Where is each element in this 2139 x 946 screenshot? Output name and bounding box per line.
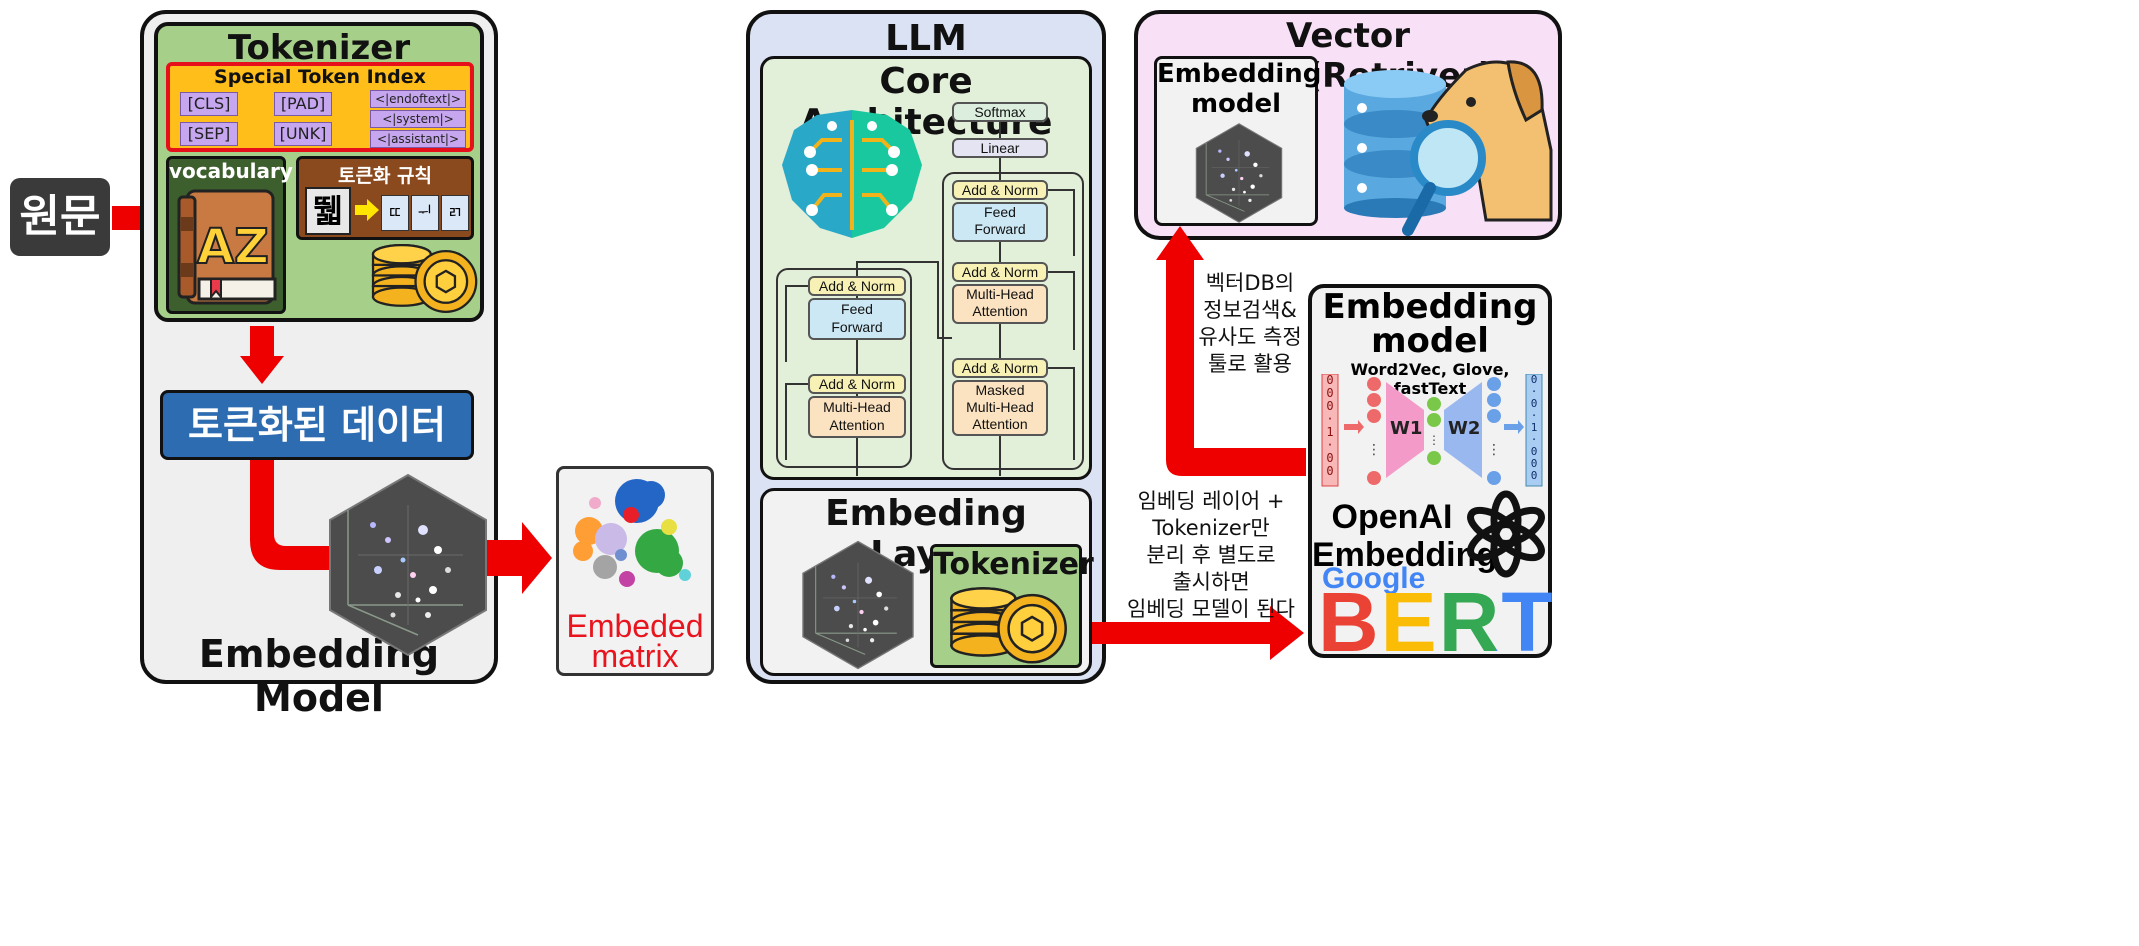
enc-multi-head: Multi-Head Attention: [808, 396, 906, 438]
embedded-matrix-box: Embeded matrix: [556, 466, 714, 676]
tokenized-data-box: 토큰화된 데이터: [160, 390, 474, 460]
tokenized-data-label: 토큰화된 데이터: [188, 403, 446, 447]
arrow-tokenizer-to-tokenized: [240, 326, 284, 384]
dec-mha-addnorm: Add & Norm: [952, 262, 1048, 282]
token-pad: [PAD]: [274, 92, 332, 116]
vocabulary-title: vocabulary: [169, 159, 293, 183]
magnifier-icon: [1402, 120, 1486, 236]
svg-text:⋮: ⋮: [1487, 442, 1501, 458]
special-token-title: Special Token Index: [214, 66, 426, 88]
embedding-model-box-subtitle: Word2Vec, Glove, fastText: [1350, 360, 1510, 398]
dec-multi-head: Multi-Head Attention: [952, 284, 1048, 324]
dec-ff-addnorm: Add & Norm: [952, 180, 1048, 200]
arrow-embedding-to-vector-store: [1156, 226, 1306, 476]
hexagon-3d-plot-icon: [329, 474, 487, 656]
dog-detective-icon: [1422, 60, 1553, 222]
source-text-box: 원문: [10, 178, 110, 256]
source-text-label: 원문: [19, 191, 101, 242]
embedding-layer-coins-icon: [950, 587, 1067, 664]
linear-block: Linear: [952, 138, 1048, 158]
vocabulary-box: vocabulary AZ: [166, 156, 293, 314]
tokenizer-title: Tokenizer: [227, 28, 411, 68]
dec-masked-addnorm: Add & Norm: [952, 358, 1048, 378]
token-assistant: <|assistant|>: [370, 130, 466, 148]
embedding-layer-title: Embeding Layer: [825, 493, 1027, 575]
llm-title: LLM: [885, 18, 967, 59]
brain-circuit-icon: [782, 110, 922, 238]
arrow-llm-to-embedding-model: [1092, 606, 1304, 660]
transformer-connectors: [785, 122, 1075, 476]
w2-label: W2: [1448, 418, 1481, 439]
book-letters: AZ: [197, 219, 269, 275]
enc-feed-forward: Feed Forward: [808, 298, 906, 340]
token-sep: [SEP]: [180, 122, 238, 146]
release-annotation: 임베딩 레이어 + Tokenizer만 분리 후 별도로 출시하면 임베딩 모…: [1127, 489, 1295, 621]
tokenize-rules-box: 토큰화 규칙 뛟 ㄸ ᅱ ㄺ: [296, 156, 474, 240]
tokenize-rules-title: 토큰화 규칙: [337, 165, 432, 187]
embedding-layer-tokenizer: Tokenizer: [930, 544, 1094, 668]
output-vector: 0 · 0 · 1 · 0 0 0: [1530, 373, 1538, 482]
book-icon: AZ: [177, 189, 277, 305]
enc-mha-addnorm: Add & Norm: [808, 374, 906, 394]
token-endoftext: <|endoftext|>: [370, 90, 466, 108]
google-wordmark: Google: [1322, 562, 1425, 595]
token-system: <|system|>: [370, 110, 466, 128]
decoder-stack: [942, 172, 1084, 470]
rules-part-3: ㄺ: [441, 195, 469, 231]
rules-source-char: 뛟: [305, 187, 351, 235]
softmax-block: Softmax: [952, 102, 1048, 122]
embedding-model-panel-title: Embedding Model: [198, 632, 440, 720]
transformer-diagram: Add & Norm Feed Forward Add & Norm Multi…: [768, 100, 1088, 476]
svg-text:⋮: ⋮: [1367, 442, 1381, 458]
enc-ff-addnorm: Add & Norm: [808, 276, 906, 296]
embedding-layer-hex-icon: [802, 540, 914, 670]
svg-text:⋮: ⋮: [1428, 433, 1440, 447]
rules-part-2: ᅱ: [411, 195, 439, 231]
coins-icon: [371, 243, 478, 313]
dec-masked-multi-head: Masked Multi-Head Attention: [952, 380, 1048, 436]
openai-embedding-label: OpenAI Embedding: [1312, 498, 1498, 574]
input-vector: 0 0 0 · 1 · 0 0: [1326, 373, 1334, 478]
bert-wordmark: BERT: [1318, 575, 1555, 669]
special-token-index: Special Token Index [CLS] [SEP] [PAD] [U…: [166, 62, 474, 152]
token-unk: [UNK]: [274, 122, 332, 146]
rules-arrow-icon: [355, 199, 379, 221]
w1-label: W1: [1390, 418, 1423, 439]
vector-store-embedding-model: Embedding model: [1154, 56, 1322, 226]
vector-store-embedding-label: Embedding model: [1157, 59, 1322, 119]
embedding-model-box: Embedding model Word2Vec, Glove, fastTex…: [1308, 284, 1552, 658]
scatter-cluster-icon: [573, 479, 691, 587]
openai-logo-icon: [1467, 490, 1545, 578]
arrow-tokenized-to-embedding: [250, 460, 552, 594]
vector-store-hex-icon: [1195, 123, 1283, 223]
vector-db-annotation: 벡터DB의 정보검색& 유사도 측정 툴로 활용: [1198, 271, 1302, 376]
token-cls: [CLS]: [180, 92, 238, 116]
embedding-layer-tokenizer-title: Tokenizer: [933, 547, 1094, 582]
bert-logo-text: BERT: [1318, 580, 1555, 664]
embedded-matrix-label: Embeded matrix: [566, 608, 704, 674]
encoder-stack: [776, 268, 912, 468]
google-logo-text: Google: [1322, 562, 1425, 596]
word2vec-diagram: ⋮ ⋮ ⋮: [1321, 374, 1543, 487]
embedding-model-box-title: Embedding model: [1322, 287, 1538, 361]
rules-part-1: ㄸ: [381, 195, 409, 231]
dec-feed-forward: Feed Forward: [952, 202, 1048, 242]
